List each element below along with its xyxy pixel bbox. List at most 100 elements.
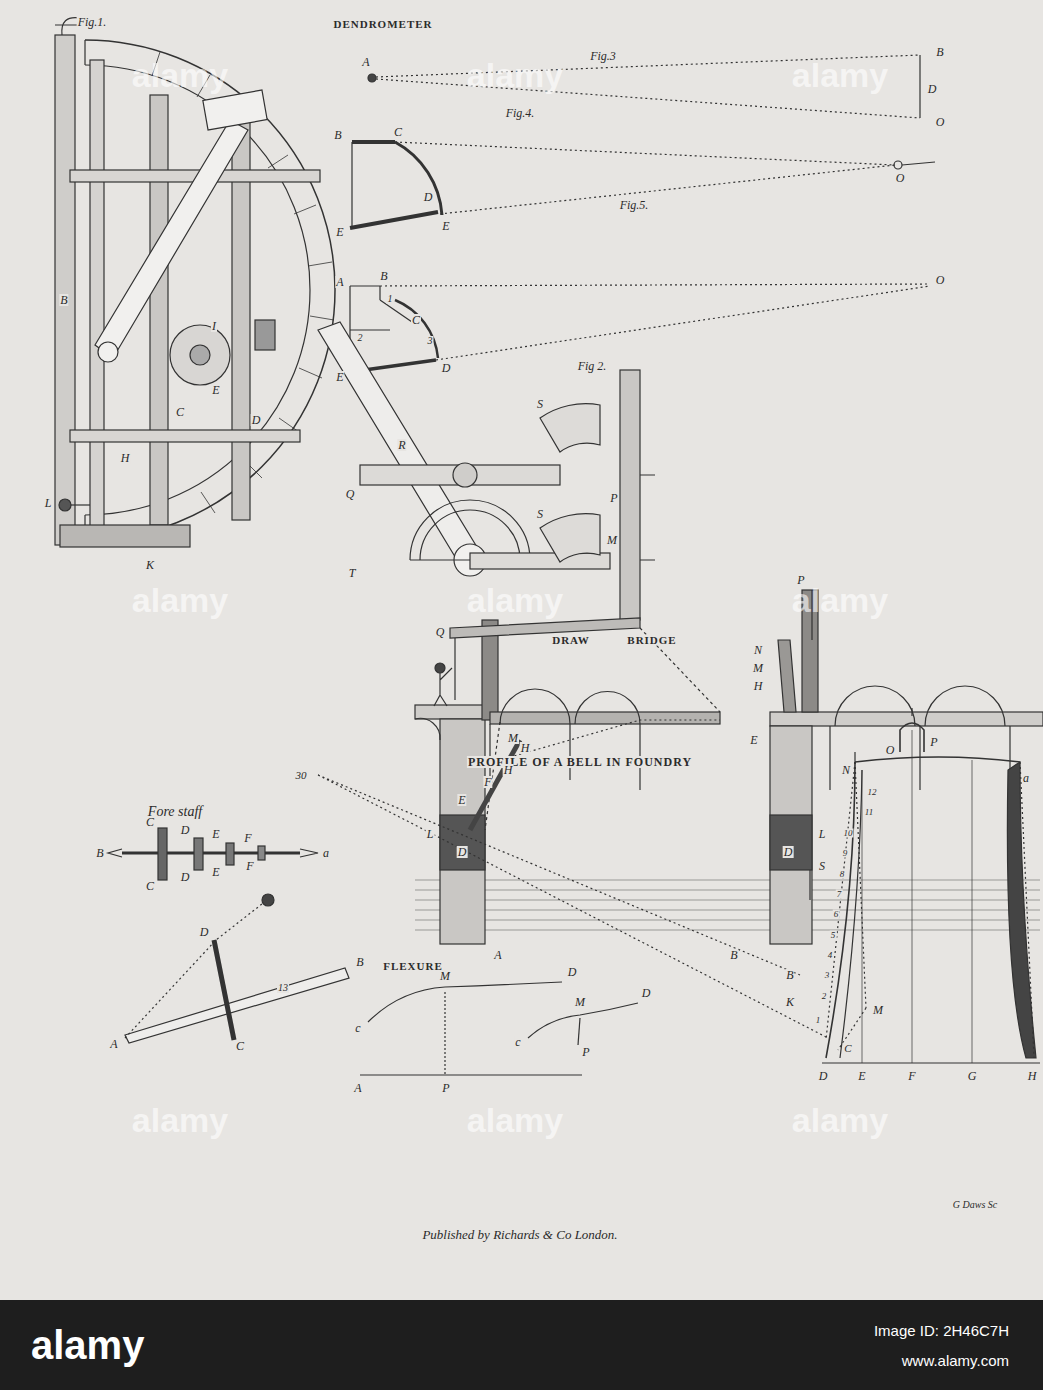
watermark: alamy: [131, 58, 229, 92]
part-letter: E: [457, 794, 466, 806]
watermark: alamy: [466, 1103, 564, 1137]
footer-text: Image ID: 2H46C7H: [873, 1323, 1010, 1338]
part-letter: D: [251, 414, 262, 426]
part-letter: 13: [277, 983, 289, 993]
part-letter: C: [393, 126, 403, 138]
part-letter: D: [199, 926, 210, 938]
part-letter: B: [729, 949, 738, 961]
part-letter: B: [333, 129, 342, 141]
watermark: alamy: [131, 583, 229, 617]
watermark: alamy: [30, 1325, 145, 1365]
part-letter: E: [441, 220, 450, 232]
part-letter: E: [211, 828, 220, 840]
part-letter: M: [439, 970, 451, 982]
part-letter: H: [753, 680, 764, 692]
part-letter: E: [335, 371, 344, 383]
part-letter: I: [211, 320, 217, 332]
part-letter: P: [609, 492, 618, 504]
part-letter: c: [354, 1022, 361, 1034]
part-letter: S: [536, 398, 544, 410]
watermark: alamy: [466, 583, 564, 617]
part-letter: S: [536, 508, 544, 520]
part-letter: 3: [427, 336, 434, 346]
part-letter: Q: [435, 626, 446, 638]
part-letter: Fig.5.: [619, 199, 650, 211]
part-letter: M: [574, 996, 586, 1008]
part-letter: 2: [357, 333, 364, 343]
part-letter: B: [935, 46, 944, 58]
part-letter: H: [503, 764, 514, 776]
part-letter: B: [379, 270, 388, 282]
part-letter: c: [514, 1036, 521, 1048]
part-letter: P: [581, 1046, 590, 1058]
part-letter: a: [322, 847, 330, 859]
part-letter: Fig.4.: [505, 107, 536, 119]
part-letter: 8: [839, 870, 846, 879]
footer-text: www.alamy.com: [901, 1353, 1010, 1368]
part-letter: 10: [843, 829, 854, 838]
part-letter: F: [907, 1070, 916, 1082]
part-letter: H: [120, 452, 131, 464]
part-letter: E: [335, 226, 344, 238]
heading-label: BRIDGE: [626, 635, 677, 646]
part-letter: K: [785, 996, 795, 1008]
part-letter: M: [752, 662, 764, 674]
publisher-caption: Published by Richards & Co London.: [421, 1228, 618, 1241]
part-letter: M: [507, 732, 519, 744]
part-letter: B: [785, 969, 794, 981]
watermark: alamy: [791, 1103, 889, 1137]
part-letter: E: [211, 384, 220, 396]
part-letter: D: [457, 846, 468, 858]
part-letter: M: [606, 534, 618, 546]
part-letter: 1: [815, 1016, 822, 1025]
part-letter: D: [423, 191, 434, 203]
part-letter: F: [243, 832, 252, 844]
part-letter: D: [441, 362, 452, 374]
part-letter: T: [348, 567, 357, 579]
part-letter: D: [641, 987, 652, 999]
part-letter: B: [95, 847, 104, 859]
part-letter: D: [783, 846, 794, 858]
part-letter: F: [483, 776, 492, 788]
part-letter: F: [245, 860, 254, 872]
part-letter: 30: [295, 770, 308, 781]
part-letter: Fig.1.: [77, 16, 108, 28]
part-letter: A: [493, 949, 502, 961]
part-letter: G: [967, 1070, 978, 1082]
part-letter: 2: [821, 992, 828, 1001]
part-letter: B: [59, 294, 68, 306]
watermark: alamy: [466, 58, 564, 92]
part-letter: 9: [842, 849, 849, 858]
part-letter: E: [749, 734, 758, 746]
part-letter: P: [441, 1082, 450, 1094]
part-letter: 1: [387, 294, 394, 304]
part-letter: Fig.3: [589, 50, 617, 62]
part-letter: L: [818, 828, 827, 840]
part-letter: A: [361, 56, 370, 68]
part-letter: 5: [830, 931, 837, 940]
part-letter: P: [929, 736, 938, 748]
part-letter: L: [426, 828, 435, 840]
part-letter: A: [335, 276, 344, 288]
part-letter: A: [353, 1082, 362, 1094]
part-letter: C: [175, 406, 185, 418]
part-letter: O: [895, 172, 906, 184]
part-letter: 7: [836, 890, 843, 899]
part-letter: E: [211, 866, 220, 878]
heading-label: PROFILE OF A BELL IN FOUNDRY: [467, 756, 693, 768]
part-letter: N: [753, 644, 763, 656]
part-letter: E: [857, 1070, 866, 1082]
part-letter: C: [145, 816, 155, 828]
part-letter: D: [927, 83, 938, 95]
watermark: alamy: [791, 58, 889, 92]
part-letter: O: [935, 116, 946, 128]
part-letter: K: [145, 559, 155, 571]
part-letter: L: [44, 497, 53, 509]
part-letter: H: [1027, 1070, 1038, 1082]
part-letter: D: [180, 824, 191, 836]
part-letter: R: [397, 439, 406, 451]
heading-label: DRAW: [551, 635, 591, 646]
part-letter: C: [843, 1043, 852, 1054]
part-letter: Fore staff: [147, 805, 203, 819]
